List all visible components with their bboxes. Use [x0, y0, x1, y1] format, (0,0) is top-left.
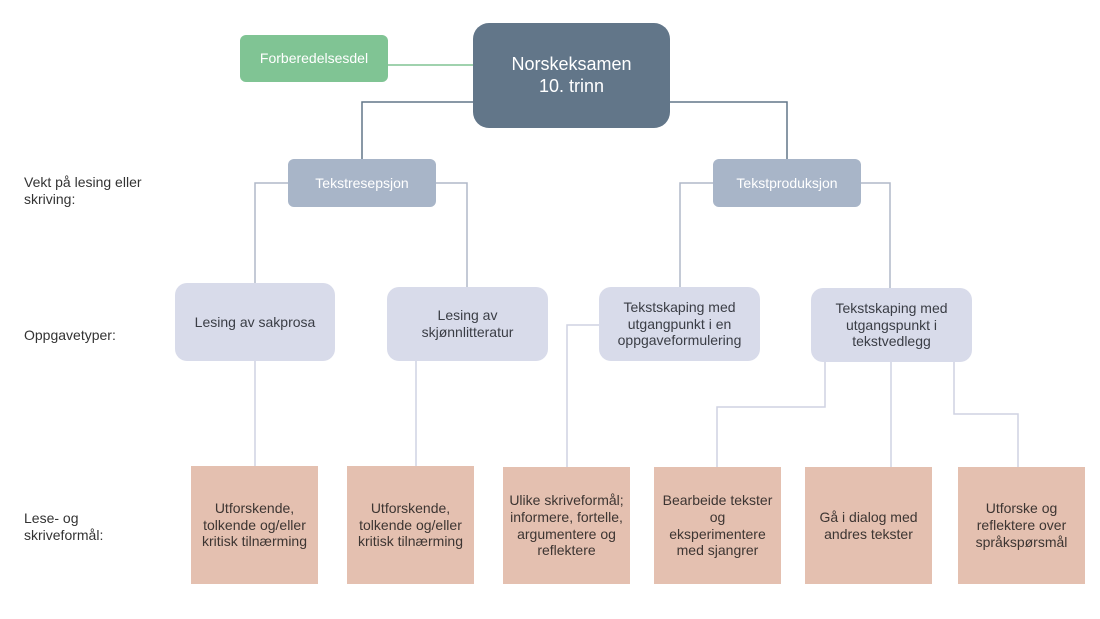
row-label-weight: Vekt på lesing eller skriving: [24, 174, 142, 207]
row-label-task-types: Oppgavetyper: [24, 327, 116, 343]
node-preparation: Forberedelsesdel [240, 35, 388, 82]
node-task-tekstvedlegg: Tekstskaping med utgangspunkt i tekstved… [811, 288, 972, 362]
connector-production-vedlegg [860, 182, 891, 289]
node-task-oppgaveformulering: Tekstskaping med utgangpunkt i en oppgav… [599, 287, 760, 361]
connector-production-oppgave [679, 182, 714, 288]
node-reception: Tekstresepsjon [288, 159, 436, 207]
row-label-purposes: Lese- og skriveformål: [24, 510, 104, 543]
connector-reception-sakprosa [254, 182, 288, 284]
connector-root-production [668, 101, 788, 160]
connector-root-reception [361, 101, 475, 160]
node-purpose-6: Utforske og reflektere over språkspørsmå… [958, 467, 1085, 584]
node-root: Norskeksamen 10. trinn [473, 23, 670, 128]
node-purpose-5: Gå i dialog med andres tekster [805, 467, 932, 584]
connector-reception-skjonn [435, 182, 468, 288]
node-purpose-3: Ulike skriveformål; informere, fortelle,… [503, 467, 630, 584]
node-task-skjonnlitteratur: Lesing av skjønnlitteratur [387, 287, 548, 361]
connector-vedlegg-purpose4 [716, 361, 826, 467]
node-purpose-4: Bearbeide tekster og eksperimentere med … [654, 467, 781, 584]
node-task-sakprosa: Lesing av sakprosa [175, 283, 335, 361]
connector-oppgave-purpose3 [566, 324, 600, 467]
node-production: Tekstproduksjon [713, 159, 861, 207]
node-purpose-2: Utforskende, tolkende og/eller kritisk t… [347, 466, 474, 584]
node-purpose-1: Utforskende, tolkende og/eller kritisk t… [191, 466, 318, 584]
connector-vedlegg-purpose6 [953, 361, 1019, 467]
